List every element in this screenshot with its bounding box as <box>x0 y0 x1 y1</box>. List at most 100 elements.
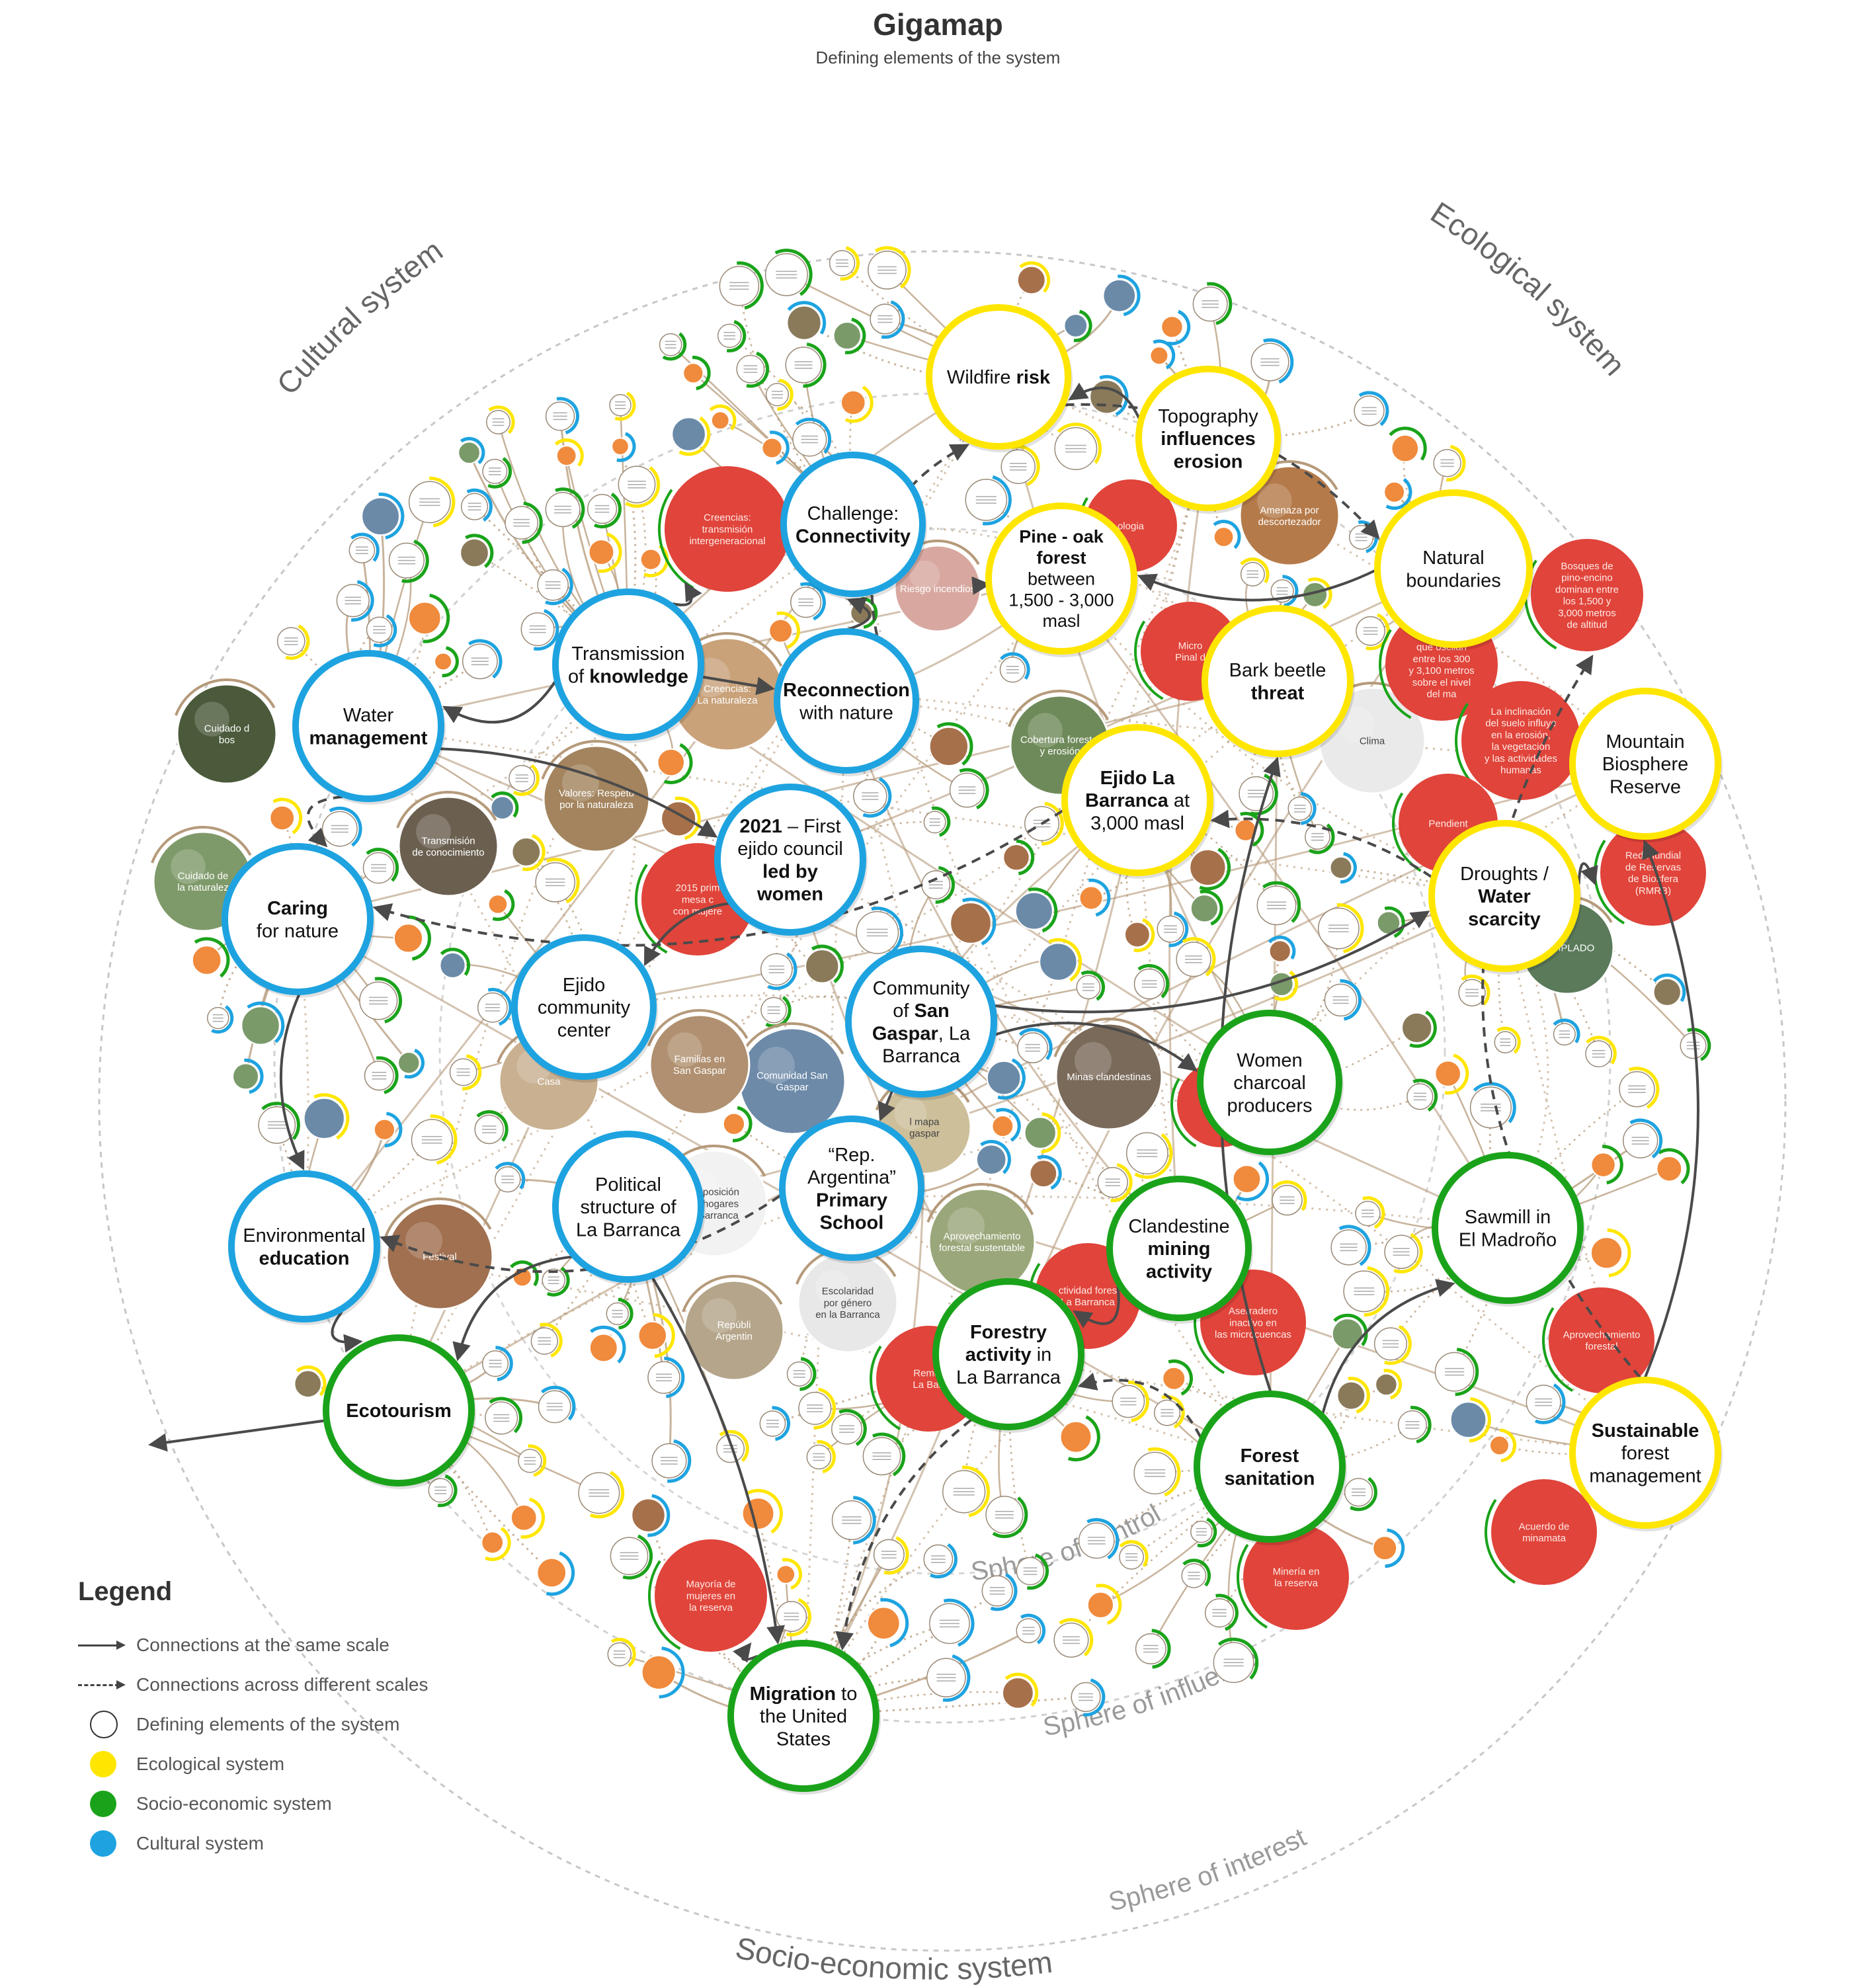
small-node-ring <box>756 948 797 991</box>
small-node-ring <box>825 245 860 281</box>
small-node-ring <box>704 404 737 437</box>
small-node <box>1186 1516 1217 1548</box>
small-node <box>1098 274 1141 317</box>
small-node <box>1402 1078 1438 1115</box>
thumbnail-image <box>460 538 489 568</box>
node-label-span: Barranca <box>1085 790 1174 811</box>
small-node-ring <box>924 722 973 771</box>
small-node <box>354 977 403 1025</box>
small-node-ring <box>253 1102 300 1149</box>
node-label-span: at <box>1174 790 1190 811</box>
node-label-line: Natural <box>1422 547 1485 569</box>
small-node-ring <box>1114 1540 1149 1574</box>
small-node-ring <box>473 1523 511 1561</box>
small-node <box>971 1139 1011 1180</box>
cross-scale-arrow <box>1210 809 1432 878</box>
node-label-line: forest <box>1621 1443 1670 1464</box>
small-node <box>801 1440 836 1475</box>
node-circle <box>779 1115 924 1261</box>
small-node-ring <box>1049 423 1102 475</box>
small-node <box>1313 903 1364 954</box>
node-label-line: Minería en <box>1273 1566 1320 1577</box>
small-node <box>183 937 230 983</box>
thumbnail-image <box>1024 1116 1057 1149</box>
orange-node <box>991 1115 1014 1138</box>
node-label-line: Argentin <box>715 1331 753 1342</box>
small-node-ring <box>458 639 503 684</box>
node-label-line: activity <box>1146 1261 1212 1282</box>
node-label-line: y las actividades <box>1485 753 1557 764</box>
node-label-line: Aprovechamiento <box>944 1231 1021 1242</box>
small-node-ring <box>1149 1395 1185 1431</box>
small-node-ring <box>1313 903 1364 954</box>
node-label-line: Sustainable <box>1592 1420 1699 1441</box>
small-node-ring <box>995 652 1030 688</box>
photo-highlight <box>1338 706 1375 743</box>
small-node <box>1011 1613 1046 1648</box>
small-node <box>1071 878 1111 918</box>
small-node-ring <box>1051 1412 1100 1462</box>
small-node-ring <box>1427 1053 1469 1095</box>
small-node-ring <box>1264 935 1296 967</box>
node-label-line: ejido council <box>737 838 843 860</box>
connector-line <box>757 1513 805 1717</box>
node-label-line: y 3,100 metros <box>1408 665 1474 676</box>
small-node <box>344 532 380 568</box>
small-node <box>581 531 622 573</box>
small-node-ring <box>984 1108 1021 1145</box>
photo-node-ring <box>644 1008 755 1120</box>
circle-outline-icon <box>90 1711 118 1738</box>
node-label-line: de altitud <box>1567 620 1608 631</box>
small-node-ring <box>827 1496 876 1545</box>
photo-image <box>649 1014 751 1115</box>
node-label-line: humanas <box>1500 765 1541 776</box>
small-node-ring <box>801 1440 836 1475</box>
small-node <box>1428 444 1466 482</box>
red-node-ring <box>870 1319 989 1438</box>
small-node <box>602 1637 636 1671</box>
small-node-ring <box>1227 811 1264 849</box>
small-node-ring <box>1453 974 1490 1011</box>
small-node-ring <box>1012 261 1051 300</box>
small-node <box>331 579 374 622</box>
node-label-line: de Biosfera <box>1628 873 1679 885</box>
node-label-line: (RMRB) <box>1635 885 1671 897</box>
small-node-ring <box>754 430 790 466</box>
orange-node <box>1162 1366 1186 1391</box>
node-label-line: Pinal d <box>1175 652 1205 663</box>
node-label-line: erosion <box>1174 451 1243 472</box>
small-node <box>918 806 951 838</box>
small-node <box>444 1053 482 1091</box>
node-label-line: 1,500 - 3,000 <box>1008 590 1114 610</box>
orange-node <box>481 1531 505 1555</box>
cross-scale-arrow <box>306 795 343 848</box>
small-node <box>473 988 512 1028</box>
orange-node <box>840 389 866 416</box>
photo-node-ring <box>1050 1018 1168 1135</box>
small-node-ring <box>782 1357 817 1391</box>
small-node <box>780 342 827 388</box>
small-node-ring <box>1549 1018 1580 1050</box>
small-node-ring <box>649 741 693 784</box>
orange-node <box>611 437 630 456</box>
thumbnail-image <box>458 441 481 465</box>
connector-line <box>1269 928 1340 1083</box>
node-label-line: 2015 prim <box>676 883 720 894</box>
small-node <box>800 944 844 988</box>
orange-node <box>641 1654 676 1690</box>
thumbnail-image <box>805 949 840 984</box>
orange-node <box>1590 1237 1623 1270</box>
small-node <box>1234 772 1278 816</box>
small-node <box>469 1110 509 1149</box>
